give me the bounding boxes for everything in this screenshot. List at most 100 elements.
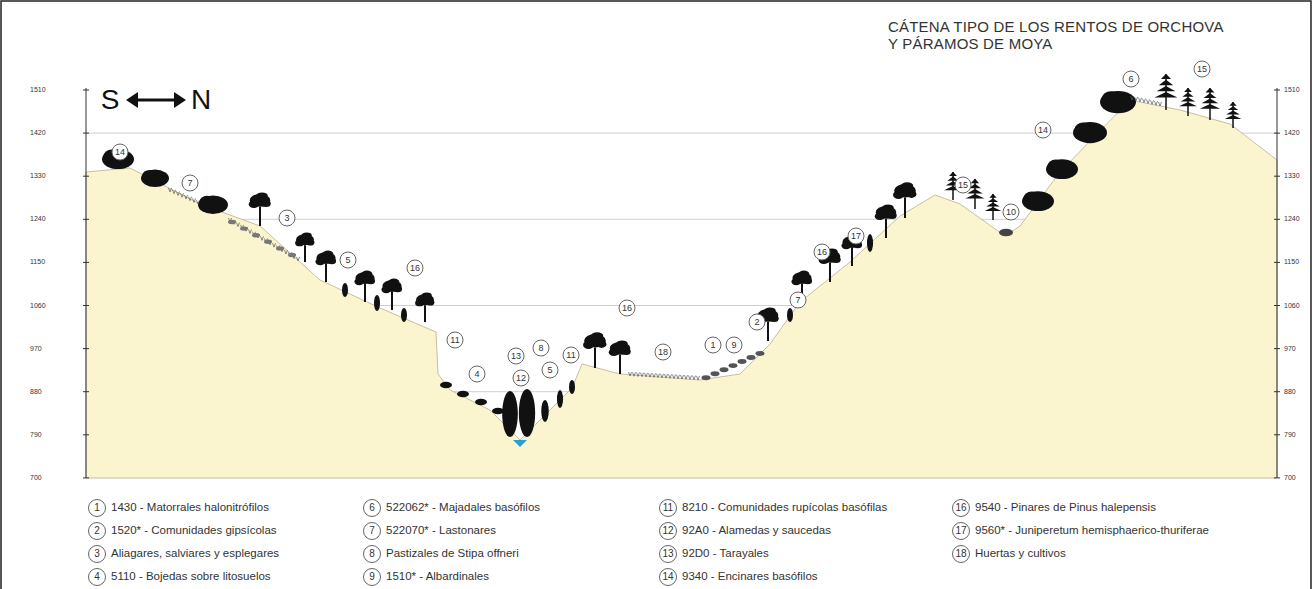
callout-number: 6 <box>1123 71 1140 88</box>
callout-number: 4 <box>469 366 486 383</box>
legend-text: 9560* - Juniperetum hemisphaerico-thurif… <box>975 524 1209 537</box>
altitude-value: 1510 <box>1284 86 1300 94</box>
altitude-value: 1240 <box>1284 215 1300 223</box>
altitude-value: 700 <box>1284 474 1296 482</box>
legend-number: 4 <box>88 568 106 586</box>
callout-number: 7 <box>790 292 807 309</box>
callout-number: 16 <box>619 300 636 317</box>
callout-number: 11 <box>563 347 580 364</box>
legend-number: 7 <box>363 522 381 540</box>
callout-number: 2 <box>749 314 766 331</box>
altitude-value: 1420 <box>30 129 46 137</box>
axis-tick <box>83 305 89 306</box>
axis-tick <box>83 348 89 349</box>
altitude-value: 700 <box>30 474 42 482</box>
altitude-value: 1330 <box>1284 172 1300 180</box>
altitude-value: 970 <box>30 345 42 353</box>
legend-number: 2 <box>88 522 106 540</box>
callout-number: 11 <box>447 332 464 349</box>
altitude-value: 1060 <box>1284 301 1300 309</box>
axis-tick <box>83 434 89 435</box>
callout-number: 15 <box>1194 61 1211 78</box>
axis-tick <box>1274 305 1280 306</box>
legend-text: 92A0 - Alamedas y saucedas <box>682 524 831 537</box>
legend-number: 8 <box>363 545 381 563</box>
axis-tick <box>83 219 89 220</box>
vegetation <box>102 74 1241 437</box>
axis-tick <box>1274 391 1280 392</box>
callout-number: 8 <box>533 340 550 357</box>
callout-number: 14 <box>1035 122 1052 139</box>
legend-number: 9 <box>363 568 381 586</box>
callout-number: 14 <box>112 144 129 161</box>
legend-text: 1510* - Albardinales <box>386 570 489 583</box>
legend-text: Aliagares, salviares y esplegares <box>111 547 279 560</box>
callout-number: 5 <box>542 362 559 379</box>
axis-tick <box>1274 262 1280 263</box>
callout-number: 7 <box>182 175 199 192</box>
axis-tick <box>1274 477 1280 478</box>
axis-tick <box>1274 348 1280 349</box>
legend-text: 522062* - Majadales basófilos <box>386 501 540 514</box>
axis-tick <box>83 262 89 263</box>
legend-number: 12 <box>659 522 677 540</box>
altitude-value: 1330 <box>30 172 46 180</box>
altitude-value: 1510 <box>30 86 46 94</box>
legend-text: 8210 - Comunidades rupícolas basófilas <box>682 501 887 514</box>
legend-text: Pastizales de Stipa offneri <box>386 547 519 560</box>
legend-number: 11 <box>659 499 677 517</box>
legend-text: 1520* - Comunidades gipsícolas <box>111 524 277 537</box>
axis-tick <box>1274 133 1280 134</box>
legend-number: 1 <box>88 499 106 517</box>
legend-text: 522070* - Lastonares <box>386 524 496 537</box>
legend-text: 5110 - Bojedas sobre litosuelos <box>111 570 271 583</box>
callout-number: 10 <box>1003 204 1020 221</box>
direction-arrow <box>126 92 186 108</box>
altitude-value: 1150 <box>30 258 45 266</box>
axis-tick <box>83 90 89 91</box>
callout-number: 16 <box>407 260 424 277</box>
altitude-value: 790 <box>30 431 42 439</box>
axis-tick <box>83 391 89 392</box>
legend-number: 6 <box>363 499 381 517</box>
legend-number: 13 <box>659 545 677 563</box>
callout-number: 13 <box>508 348 525 365</box>
altitude-value: 1150 <box>1284 258 1299 266</box>
axis-tick <box>83 133 89 134</box>
legend-text: 9340 - Encinares basófilos <box>682 570 818 583</box>
axis-line <box>1277 88 1278 478</box>
axis-tick <box>1274 434 1280 435</box>
callout-number: 15 <box>955 177 972 194</box>
axis-tick <box>1274 176 1280 177</box>
altitude-value: 880 <box>1284 388 1296 396</box>
callout-number: 3 <box>279 210 296 227</box>
callout-number: 17 <box>848 228 865 245</box>
legend-text: Huertas y cultivos <box>975 547 1066 560</box>
legend-text: 92D0 - Tarayales <box>682 547 769 560</box>
terrain-profile <box>86 100 1277 478</box>
diagram-title: CÁTENA TIPO DE LOS RENTOS DE ORCHOVA Y P… <box>888 18 1224 53</box>
axis-tick <box>1274 90 1280 91</box>
legend-number: 17 <box>952 522 970 540</box>
direction-letter: N <box>191 84 211 116</box>
callout-number: 12 <box>513 370 530 387</box>
altitude-value: 1420 <box>1284 129 1300 137</box>
axis-tick <box>83 477 89 478</box>
legend-number: 18 <box>952 545 970 563</box>
legend-text: 9540 - Pinares de Pinus halepensis <box>975 501 1156 514</box>
altitude-value: 880 <box>30 388 42 396</box>
legend-text: 1430 - Matorrales halonitrófilos <box>111 501 269 514</box>
altitude-value: 1060 <box>30 301 46 309</box>
axis-line <box>86 88 87 478</box>
altitude-value: 790 <box>1284 431 1296 439</box>
axis-tick <box>83 176 89 177</box>
callout-number: 5 <box>340 252 357 269</box>
legend-number: 3 <box>88 545 106 563</box>
legend-number: 16 <box>952 499 970 517</box>
legend-number: 14 <box>659 568 677 586</box>
callout-number: 1 <box>705 337 722 354</box>
altitude-value: 970 <box>1284 345 1296 353</box>
callout-number: 16 <box>814 244 831 261</box>
